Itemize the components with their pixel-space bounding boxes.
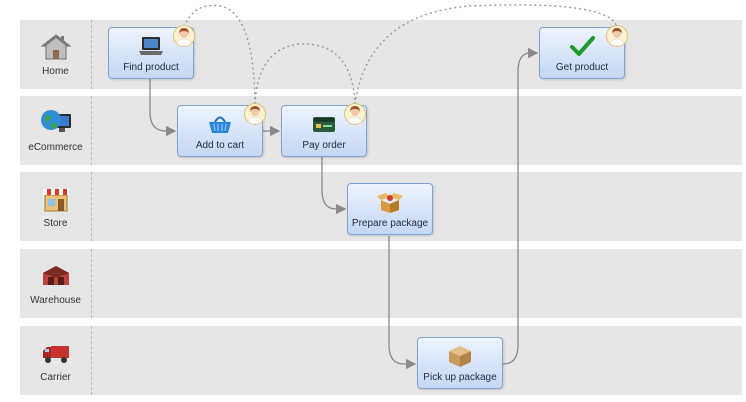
shopping-basket-icon (209, 116, 231, 133)
task-prepare-package[interactable]: Prepare package (347, 183, 433, 235)
credit-card-icon (313, 117, 335, 132)
task-pick-up-package[interactable]: Pick up package (417, 337, 503, 389)
task-label: Get product (555, 62, 609, 73)
laptop-icon (139, 37, 163, 55)
lane-header-carrier: Carrier (20, 326, 92, 395)
lane-header-ecommerce: eCommerce (20, 96, 92, 165)
flow-pickup-to-get (502, 47, 539, 365)
flow-prepare-to-pickup (388, 236, 417, 370)
flow-pay-to-prepare (321, 157, 347, 215)
lane-header-store: Store (20, 172, 92, 241)
lane-header-warehouse: Warehouse (20, 249, 92, 318)
globe-monitor-icon (40, 110, 71, 132)
lane-header-home: Home (20, 20, 92, 89)
task-label: Prepare package (351, 218, 429, 229)
actor-link-find-add (183, 4, 256, 105)
lane-label-warehouse: Warehouse (30, 295, 81, 306)
task-label: Pick up package (423, 372, 497, 383)
flow-find-to-add (149, 79, 177, 137)
open-box-icon (377, 193, 403, 213)
storefront-icon (42, 189, 69, 212)
task-label: Add to cart (195, 140, 245, 151)
actor-link-add-pay (254, 43, 356, 105)
user-avatar-icon (606, 25, 628, 47)
house-icon (40, 34, 71, 60)
checkmark-icon (570, 36, 595, 56)
lane-ecommerce: eCommerce (20, 96, 742, 165)
lane-warehouse: Warehouse (20, 249, 742, 318)
user-avatar-icon (173, 25, 195, 47)
lane-label-store: Store (43, 218, 68, 229)
user-avatar-icon (244, 103, 266, 125)
task-label: Pay order (302, 140, 346, 151)
lane-label-ecommerce: eCommerce (28, 142, 83, 153)
user-avatar-icon (344, 103, 366, 125)
actor-link-pay-get (354, 4, 618, 105)
delivery-truck-icon (42, 346, 69, 363)
lane-label-carrier: Carrier (40, 372, 71, 383)
lane-carrier: Carrier (20, 326, 742, 395)
lane-label-home: Home (42, 66, 69, 77)
package-icon (449, 346, 471, 367)
warehouse-icon (42, 266, 69, 285)
task-label: Find product (123, 62, 179, 73)
